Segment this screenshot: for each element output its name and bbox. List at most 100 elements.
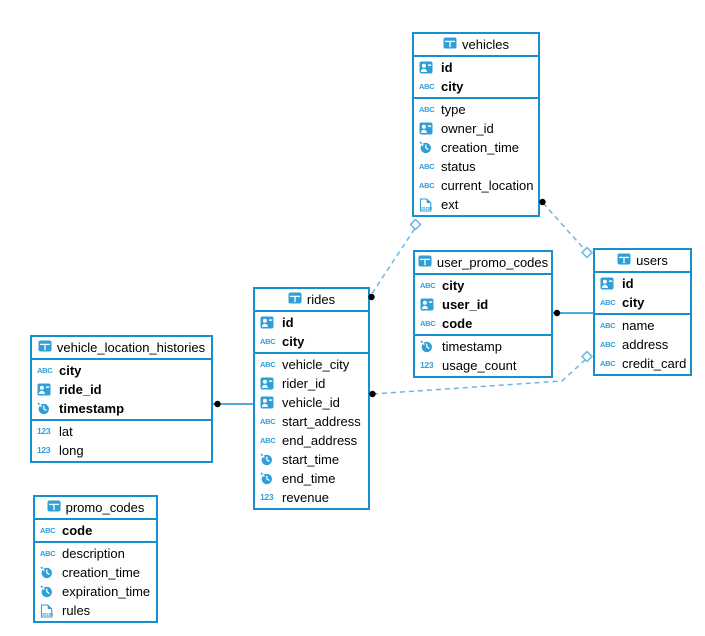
clock-icon xyxy=(40,585,58,598)
column-row[interactable]: start_time xyxy=(255,450,368,469)
table-header[interactable]: vehicle_location_histories xyxy=(32,337,211,360)
column-name: user_id xyxy=(442,297,489,312)
column-row[interactable]: user_id xyxy=(415,295,551,314)
column-name: current_location xyxy=(441,178,534,193)
abc-icon: ABC xyxy=(260,435,276,445)
column-row[interactable]: end_time xyxy=(255,469,368,488)
column-name: rider_id xyxy=(282,376,326,391)
table-icon xyxy=(443,37,457,52)
table-title: user_promo_codes xyxy=(436,255,549,270)
column-row[interactable]: owner_id xyxy=(414,119,538,138)
number-icon: 123 xyxy=(37,445,51,456)
abc-icon: ABC xyxy=(419,81,435,91)
connector-endpoint-dot xyxy=(553,309,561,317)
column-row[interactable]: creation_time xyxy=(35,563,156,582)
column-name: name xyxy=(622,318,655,333)
clock-icon xyxy=(419,141,437,154)
column-row[interactable]: JSON rules xyxy=(35,601,156,620)
column-name: address xyxy=(622,337,669,352)
column-name: code xyxy=(62,523,93,538)
table-icon xyxy=(288,292,302,307)
clock-icon xyxy=(420,340,438,353)
column-row[interactable]: id xyxy=(414,58,538,77)
column-row[interactable]: timestamp xyxy=(32,399,211,418)
column-name: status xyxy=(441,159,476,174)
column-name: timestamp xyxy=(442,339,502,354)
column-row[interactable]: ABC current_location xyxy=(414,176,538,195)
number-icon: 123 xyxy=(420,360,434,371)
table-header[interactable]: vehicles xyxy=(414,34,538,57)
abc-icon: ABC xyxy=(419,180,435,190)
table-title: rides xyxy=(306,292,336,307)
column-row[interactable]: ABC city xyxy=(595,293,690,312)
abc-icon: ABC xyxy=(600,358,616,368)
column-row[interactable]: expiration_time xyxy=(35,582,156,601)
column-name: owner_id xyxy=(441,121,494,136)
column-row[interactable]: 123 long xyxy=(32,441,211,460)
person-id-icon xyxy=(419,61,437,74)
column-name: id xyxy=(622,276,634,291)
column-name: end_time xyxy=(282,471,336,486)
table-header[interactable]: promo_codes xyxy=(35,497,156,520)
column-row[interactable]: ride_id xyxy=(32,380,211,399)
connector-diamond xyxy=(409,218,422,231)
column-row[interactable]: creation_time xyxy=(414,138,538,157)
table-header[interactable]: users xyxy=(595,250,690,273)
column-row[interactable]: id xyxy=(255,313,368,332)
json-icon: JSON xyxy=(40,603,58,618)
table-header[interactable]: rides xyxy=(255,289,368,312)
column-row[interactable]: rider_id xyxy=(255,374,368,393)
column-name: id xyxy=(282,315,294,330)
column-name: vehicle_id xyxy=(282,395,340,410)
column-name: city xyxy=(622,295,645,310)
column-row[interactable]: vehicle_id xyxy=(255,393,368,412)
relationship-vehicles-users[interactable] xyxy=(542,202,586,251)
column-name: rules xyxy=(62,603,91,618)
abc-icon: ABC xyxy=(600,297,616,307)
table-header[interactable]: user_promo_codes xyxy=(415,252,551,275)
connector-endpoint-dot xyxy=(369,390,376,398)
column-name: type xyxy=(441,102,466,117)
json-icon: JSON xyxy=(419,197,437,212)
column-row[interactable]: id xyxy=(595,274,690,293)
column-name: city xyxy=(282,334,305,349)
column-name: long xyxy=(59,443,84,458)
relationship-rides-vehicles[interactable] xyxy=(370,228,416,296)
svg-text:JSON: JSON xyxy=(42,612,53,617)
column-row[interactable]: timestamp xyxy=(415,337,551,356)
column-name: city xyxy=(59,363,82,378)
clock-icon xyxy=(260,472,278,485)
